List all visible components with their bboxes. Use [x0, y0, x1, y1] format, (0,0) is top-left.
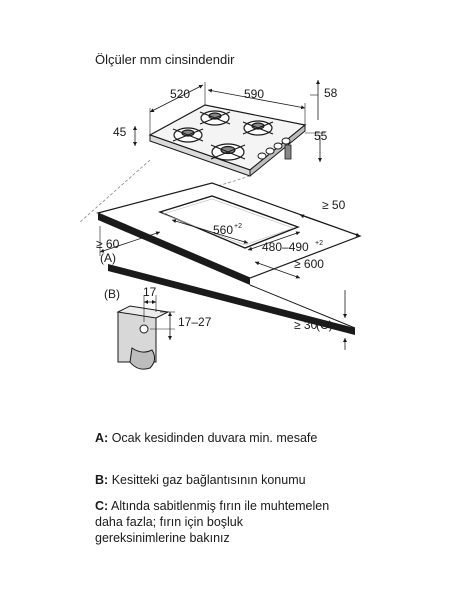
burner-rear-right	[242, 120, 274, 136]
worktop-illustration	[96, 182, 362, 285]
dim-cutout-depth-tol: +2	[315, 240, 323, 247]
note-c-line2: daha fazla; fırın için boşluk	[95, 515, 243, 529]
marker-c: (C)	[316, 318, 333, 332]
dim-side-wall-min: ≥ 600	[294, 257, 324, 271]
note-a: A: Ocak kesidinden duvara min. mesafe	[95, 430, 435, 446]
dim-cutout-depth: 480–490	[262, 240, 309, 254]
burner-front-right	[210, 143, 246, 161]
note-a-key: A:	[95, 431, 109, 445]
dim-hob-depth: 520	[170, 87, 190, 101]
marker-b: (B)	[104, 287, 120, 301]
burner-front-left	[172, 127, 204, 143]
note-c-line3: gereksinimlerine bakınız	[95, 531, 230, 545]
dim-detail-height: 17–27	[178, 315, 212, 329]
gas-connector	[284, 144, 292, 160]
dim-hob-width: 590	[244, 87, 264, 101]
marker-a: (A)	[100, 251, 116, 265]
dim-cutout-width-tol: +2	[234, 223, 242, 230]
dim-body-height: 55	[314, 129, 328, 143]
dim-detail-width: 17	[143, 285, 157, 299]
installation-diagram: 520 590 58 45 55 ≥ 50 560 +2 480–490 +2 …	[79, 80, 362, 370]
alignment-guide	[79, 159, 151, 223]
note-b-text: Kesitteki gaz bağlantısının konumu	[111, 473, 306, 487]
dim-cutout-width: 560	[213, 223, 233, 237]
note-c: C: Altında sabitlenmiş fırın ile muhteme…	[95, 498, 435, 546]
note-a-text: Ocak kesidinden duvara min. mesafe	[111, 431, 318, 445]
burner-rear-left	[199, 110, 231, 126]
page-title: Ölçüler mm cinsindendir	[95, 52, 235, 67]
dim-hob-height-total: 58	[324, 86, 338, 100]
control-knobs	[257, 137, 291, 160]
note-c-line1: Altında sabitlenmiş fırın ile muhtemelen	[111, 499, 330, 513]
note-b: B: Kesitteki gaz bağlantısının konumu	[95, 472, 435, 488]
lower-worktop	[108, 264, 356, 350]
worktop-front-edge	[98, 213, 250, 285]
dim-glass-thickness: 45	[113, 125, 127, 139]
hob-illustration	[133, 80, 325, 178]
gas-connection-detail	[116, 295, 175, 370]
dim-front-min: ≥ 60	[96, 237, 120, 251]
dim-rear-wall-min: ≥ 50	[322, 198, 346, 212]
dim-oven-min: ≥ 30	[294, 318, 318, 332]
note-c-key: C:	[95, 499, 109, 513]
note-b-key: B:	[95, 473, 109, 487]
